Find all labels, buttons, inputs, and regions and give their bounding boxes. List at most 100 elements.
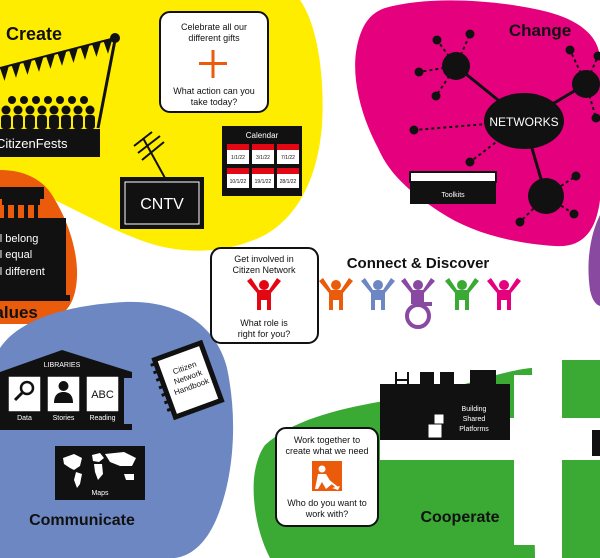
bunting-flag bbox=[11, 62, 21, 78]
values-line3: All different bbox=[0, 266, 45, 278]
people-row bbox=[319, 278, 521, 329]
magnifier-icon bbox=[13, 380, 35, 402]
network-satellite-node bbox=[409, 125, 419, 135]
right-edge-block bbox=[592, 430, 600, 456]
get-involved-line3: What role is bbox=[240, 318, 288, 328]
calendar-day: 7/1/22 bbox=[277, 144, 299, 164]
plus-icon bbox=[199, 50, 227, 78]
work-together-line2: create what we need bbox=[285, 446, 368, 456]
audience-person bbox=[49, 105, 59, 115]
purple-blob bbox=[588, 215, 600, 306]
calendar-date-label: 28/1/22 bbox=[280, 179, 297, 185]
audience-person bbox=[25, 105, 35, 115]
network-satellite-node bbox=[465, 157, 475, 167]
person-icon bbox=[361, 278, 395, 310]
person-icon bbox=[319, 278, 353, 310]
reading-tile[interactable] bbox=[85, 375, 120, 413]
get-involved-line4: right for you? bbox=[238, 329, 291, 339]
calendar-day: 3/1/22 bbox=[252, 144, 274, 164]
audience-person bbox=[1, 105, 11, 115]
network-node bbox=[528, 178, 564, 214]
pole bbox=[96, 39, 117, 129]
person-icon bbox=[487, 278, 521, 310]
audience-person bbox=[44, 96, 52, 104]
bunting-flag bbox=[69, 47, 78, 63]
toolkits-label: Toolkits bbox=[441, 192, 465, 199]
calendar-date-label: 10/1/22 bbox=[230, 179, 247, 185]
libraries-label: LIBRARIES bbox=[44, 362, 81, 369]
world-map-icon bbox=[63, 452, 136, 488]
network-satellite-node bbox=[431, 91, 441, 101]
connect-discover-title: Connect & Discover bbox=[347, 255, 490, 272]
festival-audience bbox=[1, 96, 95, 129]
values-title: Values bbox=[0, 303, 38, 322]
white-cross-bar-vertical bbox=[514, 375, 562, 545]
platform-line3: Platforms bbox=[459, 426, 489, 433]
work-together-line3: Who do you want to bbox=[287, 498, 367, 508]
audience-person bbox=[37, 105, 47, 115]
bunting-flag bbox=[80, 44, 90, 60]
maps-label: Maps bbox=[91, 490, 109, 497]
toolkits-box bbox=[409, 171, 497, 204]
calendar-day: 19/1/22 bbox=[252, 168, 274, 188]
network-satellite-node bbox=[569, 209, 579, 219]
work-together-line1: Work together to bbox=[294, 435, 360, 445]
celebrate-card-line2: different gifts bbox=[188, 33, 240, 43]
tv-icon bbox=[120, 131, 204, 229]
celebrate-card-line1: Celebrate all our bbox=[181, 22, 247, 32]
bunting-flag bbox=[103, 38, 113, 54]
calendar-date-label: 1/1/22 bbox=[231, 155, 245, 161]
person-icon-red bbox=[247, 278, 281, 310]
citizenfests-label: CitizenFests bbox=[0, 136, 68, 151]
audience-person bbox=[80, 96, 88, 104]
network-satellite-node bbox=[515, 217, 525, 227]
values-line1: All belong bbox=[0, 233, 38, 245]
communicate-title: Communicate bbox=[29, 512, 135, 529]
audience-person bbox=[32, 96, 40, 104]
work-together-line4: work with? bbox=[305, 509, 349, 519]
values-line2: All equal bbox=[0, 249, 32, 261]
audience-person bbox=[13, 105, 23, 115]
bunting-flag bbox=[0, 65, 9, 81]
bunting-flag bbox=[34, 56, 44, 72]
get-involved-line1: Get involved in bbox=[234, 254, 294, 264]
library-item-data: Data bbox=[17, 415, 32, 422]
network-satellite-node bbox=[593, 51, 600, 61]
ladder-icon bbox=[395, 372, 409, 440]
network-node bbox=[572, 70, 600, 98]
calendar-day: 10/1/22 bbox=[227, 168, 249, 188]
audience-person bbox=[85, 105, 95, 115]
shared-platform-building bbox=[380, 370, 510, 440]
get-involved-line2: Citizen Network bbox=[232, 265, 296, 275]
network-satellite-node bbox=[414, 67, 424, 77]
library-item-reading: Reading bbox=[89, 415, 115, 422]
celebrate-card-line3: What action can you bbox=[173, 86, 255, 96]
abc-label: ABC bbox=[91, 389, 114, 401]
person-icon bbox=[445, 278, 479, 310]
networks-hub bbox=[484, 93, 564, 149]
audience-person bbox=[73, 105, 83, 115]
platform-line1: Building bbox=[462, 406, 487, 413]
change-title: Change bbox=[509, 21, 571, 40]
audience-person bbox=[20, 96, 28, 104]
handbook-icon bbox=[150, 339, 225, 421]
cooperate-title: Cooperate bbox=[420, 509, 499, 526]
pole-top bbox=[110, 33, 120, 43]
bunting-flag bbox=[46, 53, 55, 69]
audience-person bbox=[61, 105, 71, 115]
person-silhouette-icon bbox=[54, 381, 73, 403]
values-pillar-icon bbox=[0, 187, 70, 301]
person-icon bbox=[401, 278, 435, 329]
audience-person bbox=[68, 96, 76, 104]
library-item-stories: Stories bbox=[53, 415, 75, 422]
network-satellite-node bbox=[591, 113, 600, 123]
network-satellite-node bbox=[432, 35, 442, 45]
bunting-flag bbox=[57, 50, 67, 66]
citizenfests-banner bbox=[0, 129, 100, 157]
tv-label: CNTV bbox=[140, 196, 184, 213]
calendar-title: Calendar bbox=[246, 131, 279, 140]
wheelchair-icon bbox=[405, 303, 431, 329]
